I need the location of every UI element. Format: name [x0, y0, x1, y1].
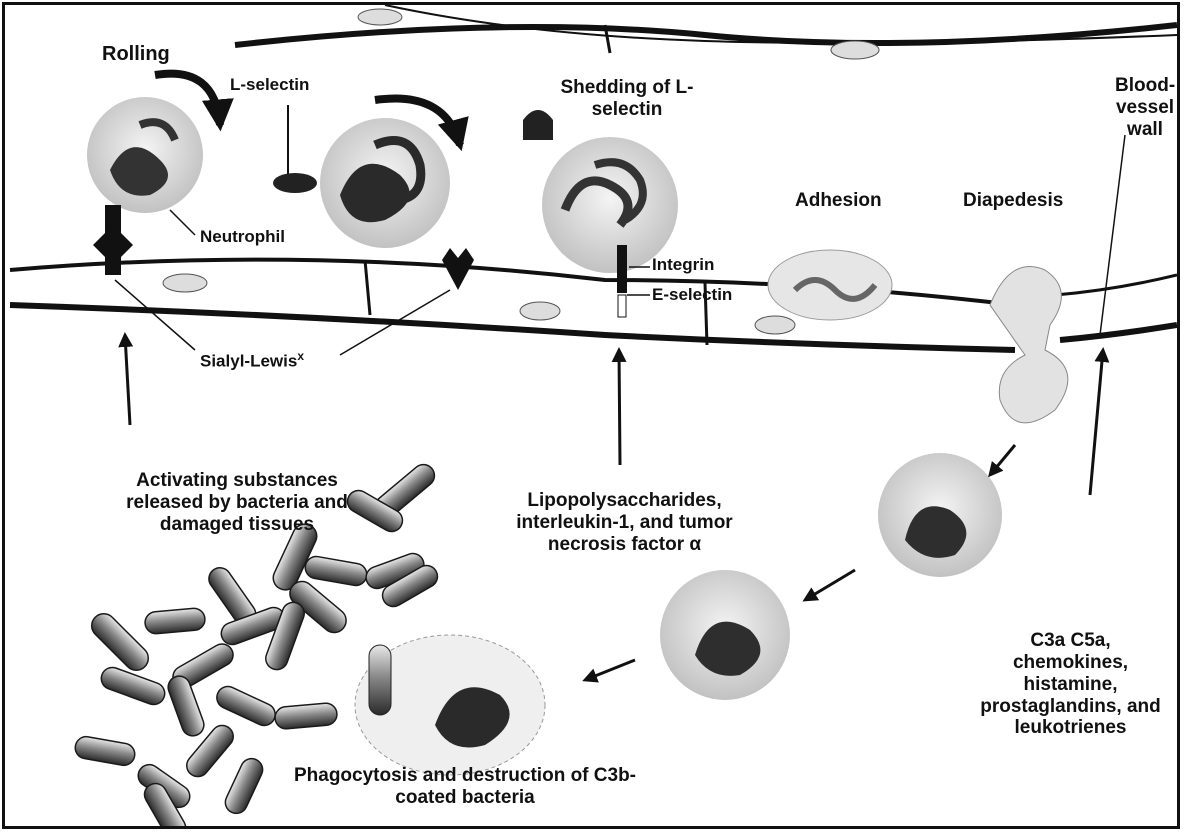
arrow-migrate-1	[990, 445, 1015, 475]
shed-l-selectin	[523, 110, 553, 140]
arrow-activation-left	[125, 335, 130, 425]
label-diapedesis: Diapedesis	[963, 190, 1063, 212]
arrow-activation-right	[1090, 350, 1103, 495]
integrin-e-selectin	[617, 245, 627, 317]
label-adhesion: Adhesion	[795, 190, 882, 212]
neutrophil-rolling-1	[87, 97, 203, 213]
arrow-migrate-3	[585, 660, 635, 680]
neutrophil-migrating-2	[660, 570, 790, 700]
label-chemoattractants: C3a C5a, chemokines, histamine, prostagl…	[973, 630, 1168, 739]
label-l-selectin: L-selectin	[230, 75, 309, 95]
label-integrin: Integrin	[652, 255, 714, 275]
neutrophil-leader	[170, 210, 195, 235]
label-e-selectin: E-selectin	[652, 285, 732, 305]
label-neutrophil: Neutrophil	[200, 227, 285, 247]
neutrophil-diapedesis	[990, 267, 1068, 423]
label-rolling: Rolling	[102, 43, 170, 66]
vessel-wall-leader	[1100, 135, 1125, 335]
neutrophil-shedding	[542, 137, 678, 273]
label-lps: Lipopolysaccharides, interleukin-1, and …	[487, 490, 762, 556]
label-blood-vessel-wall: Blood-vessel wall	[1115, 75, 1175, 141]
l-selectin-molecule	[273, 105, 317, 193]
label-sialyl-lewis: Sialyl-Lewisx	[200, 350, 304, 371]
label-activating-substances: Activating substances released by bacter…	[117, 470, 357, 536]
neutrophil-adhesion	[768, 250, 892, 320]
sialyl-lewis-text: Sialyl-Lewis	[200, 352, 297, 371]
neutrophil-phagocytosing	[355, 635, 545, 775]
label-shedding: Shedding of L-selectin	[557, 77, 697, 121]
arrow-activation-center	[619, 350, 620, 465]
neutrophil-rolling-2	[320, 118, 450, 248]
vessel-wall-top	[235, 5, 1177, 59]
arrow-migrate-2	[805, 570, 855, 600]
sialyl-lewis-superscript: x	[297, 349, 304, 363]
label-phagocytosis: Phagocytosis and destruction of C3b-coat…	[285, 765, 645, 809]
neutrophil-migrating-1	[878, 453, 1002, 577]
